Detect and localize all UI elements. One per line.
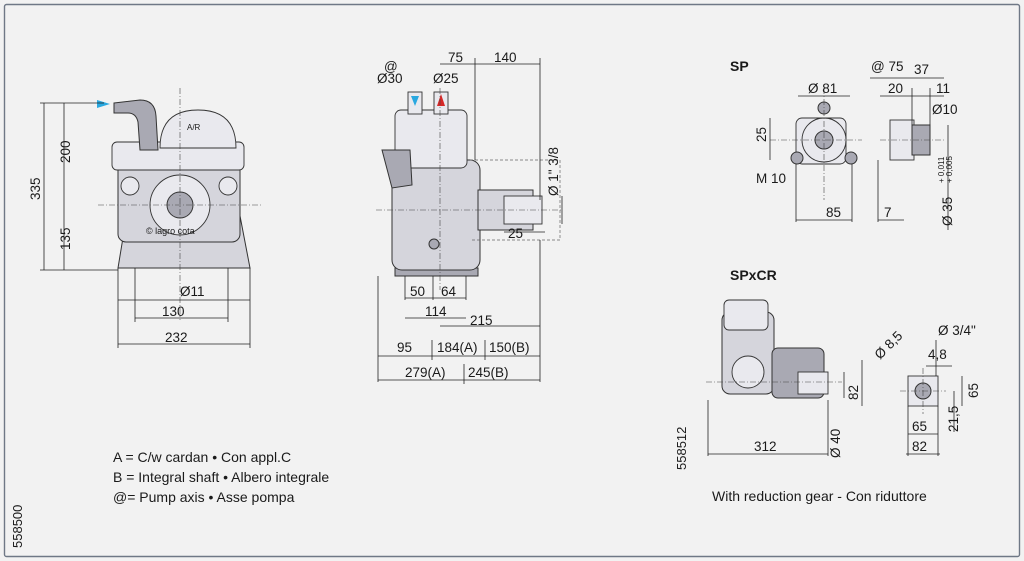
sp-view: SP @ 75 37 20 11 Ø 81 Ø10 25 M 10 85 7 Ø	[730, 58, 958, 230]
dim-75: 75	[448, 50, 463, 65]
dim-140: 140	[494, 50, 517, 65]
spxcr-title: SPxCR	[730, 267, 777, 283]
spxcr-dim-82h: 82	[912, 439, 927, 454]
spxcr-flange	[731, 355, 765, 389]
sp-dim-20: 20	[888, 81, 903, 96]
sp-dim-d10: Ø10	[932, 102, 958, 117]
spxcr-caption: With reduction gear - Con riduttore	[712, 488, 927, 504]
front-view: A/R © lagro cota 335 200 135 Ø11 130	[28, 88, 262, 348]
sp-dim-m10: M 10	[756, 171, 786, 186]
inlet-marker-icon	[97, 100, 110, 108]
dim-d11: Ø11	[180, 284, 205, 299]
spxcr-dim-d34: Ø 3/4"	[938, 323, 976, 338]
sp-dim-tol-top: + 0,011	[937, 156, 946, 183]
dim-d30: Ø30	[377, 71, 403, 86]
side-view: @ Ø30 Ø25 75 140 Ø 1" 3/8 25 50 64 114 2…	[376, 50, 563, 384]
legend: A = C/w cardan • Con appl.C B = Integral…	[113, 449, 329, 505]
dim-279a: 279(A)	[405, 365, 446, 380]
dim-184a: 184(A)	[437, 340, 478, 355]
dim-135: 135	[58, 227, 73, 250]
sp-dim-tol-bot: + 0,005	[945, 156, 954, 183]
spxcr-dim-4-8: 4,8	[928, 347, 947, 362]
legend-line-at: @= Pump axis • Asse pompa	[113, 489, 295, 505]
spxcr-output	[797, 371, 829, 395]
dim-at: @	[384, 59, 398, 74]
sp-dim-11: 11	[936, 81, 950, 96]
dim-50: 50	[410, 284, 425, 299]
drawing-code-right: 558512	[674, 427, 689, 470]
legend-line-b: B = Integral shaft • Albero integrale	[113, 469, 329, 485]
dim-200: 200	[58, 140, 73, 163]
spxcr-dim-21-5: 21,5	[946, 406, 961, 432]
spxcr-dim-d85: Ø 8,5	[872, 328, 906, 362]
dim-shaft: Ø 1" 3/8	[546, 147, 561, 196]
spxcr-dim-d40: Ø 40	[828, 429, 843, 458]
dim-335: 335	[28, 177, 43, 200]
bolt-left	[120, 176, 140, 196]
dim-25: 25	[508, 226, 523, 241]
legend-line-a: A = C/w cardan • Con appl.C	[113, 449, 291, 465]
bolt-right	[218, 176, 238, 196]
sp-hole-right	[844, 151, 858, 165]
sp-dim-d81: Ø 81	[808, 81, 837, 96]
sp-dim-at75: @ 75	[871, 59, 903, 74]
sp-dim-85: 85	[826, 205, 841, 220]
watermark-text: © lagro cota	[146, 226, 195, 236]
dim-215: 215	[470, 313, 493, 328]
side-inlet	[381, 149, 413, 189]
spxcr-view: SPxCR 312 Ø 40 82 Ø 3/4" Ø 8,5 4,8 65 21…	[706, 267, 981, 504]
spxcr-dim-65h: 65	[912, 419, 927, 434]
outlet-marker-icon	[437, 94, 445, 106]
drain-plug	[428, 238, 440, 250]
drawing-frame	[3, 3, 1021, 558]
sp-dim-d35: Ø 35	[940, 197, 955, 226]
drawing-code-left: 558500	[10, 505, 25, 548]
air-chamber-label: A/R	[187, 123, 201, 132]
side-head	[394, 109, 468, 169]
sp-dim-37: 37	[914, 62, 929, 77]
spxcr-dim-312: 312	[754, 439, 777, 454]
spxcr-dim-65v: 65	[966, 383, 981, 398]
dim-114: 114	[425, 304, 447, 319]
dim-150b: 150(B)	[489, 340, 530, 355]
spxcr-head	[723, 299, 769, 331]
sp-title: SP	[730, 58, 749, 74]
dim-232: 232	[165, 330, 188, 345]
sp-dim-7: 7	[884, 205, 892, 220]
dim-130: 130	[162, 304, 185, 319]
inlet-marker-icon-side	[411, 96, 419, 106]
dim-245b: 245(B)	[468, 365, 509, 380]
dim-95: 95	[397, 340, 412, 355]
dim-64: 64	[441, 284, 457, 299]
dim-d25: Ø25	[433, 71, 459, 86]
sp-hole-left	[790, 151, 804, 165]
sp-dim-25: 25	[754, 127, 769, 142]
inlet-hose	[113, 99, 159, 151]
air-chamber	[159, 109, 237, 149]
spxcr-dim-82v: 82	[846, 385, 861, 400]
